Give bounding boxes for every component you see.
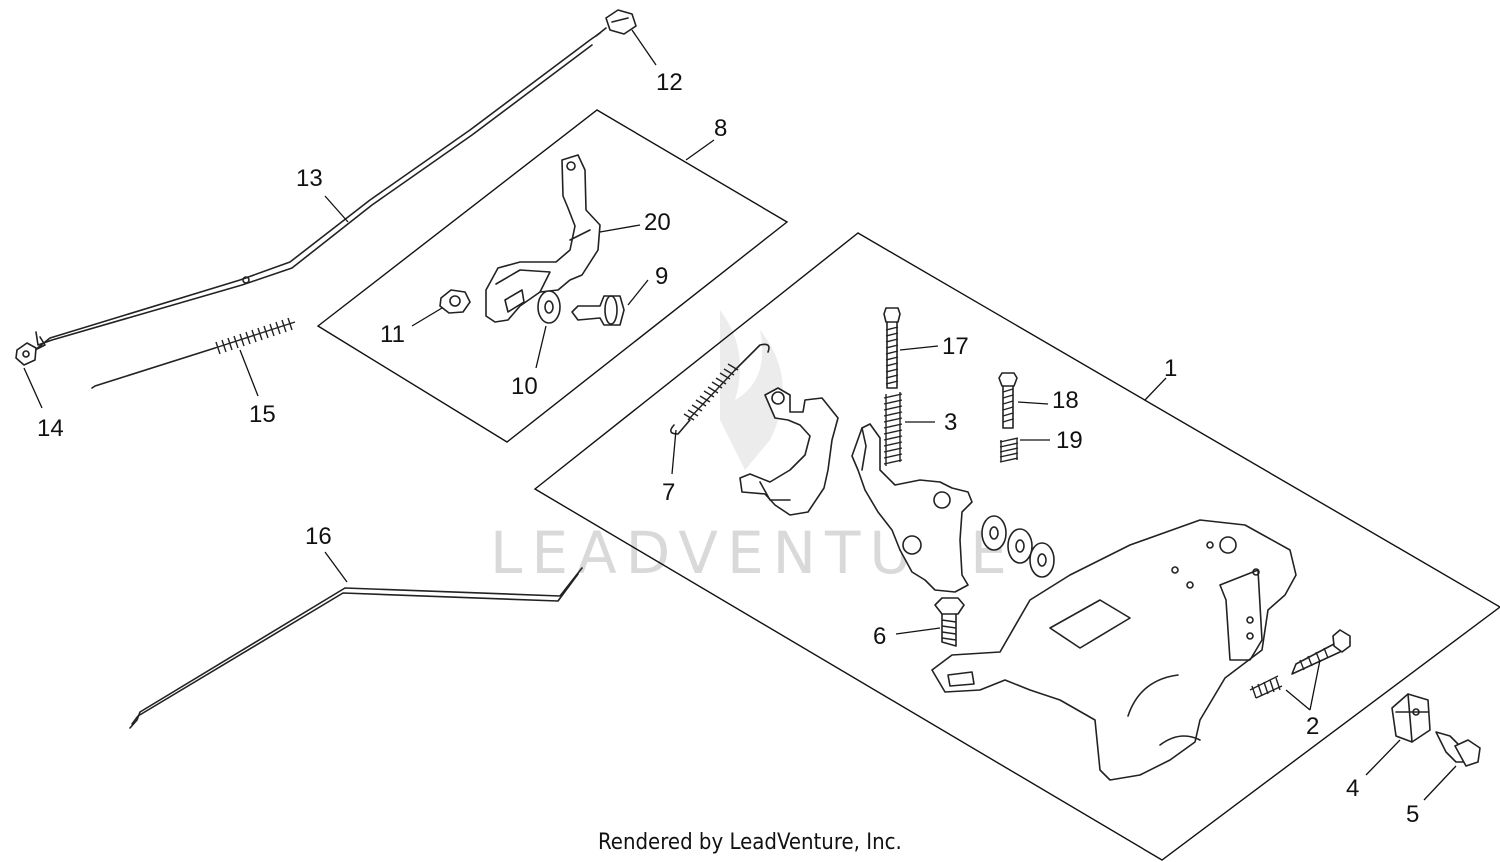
part-14-clip[interactable] — [15, 342, 37, 366]
callout-14[interactable]: 14 — [37, 415, 64, 442]
control-lever-plate[interactable] — [851, 423, 973, 593]
callout-12[interactable]: 12 — [656, 69, 683, 96]
callout-17[interactable]: 17 — [942, 333, 969, 360]
callout-13[interactable]: 13 — [296, 165, 323, 192]
callout-18[interactable]: 18 — [1052, 387, 1079, 414]
callout-10[interactable]: 10 — [511, 373, 538, 400]
callout-6[interactable]: 6 — [873, 623, 886, 650]
part-15-governor-spring[interactable] — [91, 317, 296, 389]
part-11-nut[interactable] — [439, 289, 471, 314]
part-13-throttle-rod[interactable] — [34, 32, 601, 351]
leader-lines — [23, 29, 1457, 801]
callout-5[interactable]: 5 — [1406, 801, 1419, 828]
part-18-screw[interactable] — [998, 372, 1018, 429]
part-9-shoulder-bolt[interactable] — [571, 295, 625, 326]
callout-1[interactable]: 1 — [1164, 355, 1177, 382]
part-20-bracket[interactable] — [485, 154, 601, 323]
part-5-bolt[interactable] — [1435, 731, 1481, 767]
callout-9[interactable]: 9 — [655, 263, 668, 290]
part-7-extension-spring[interactable] — [670, 343, 770, 435]
part-10-washer[interactable] — [537, 290, 561, 324]
footer-credit: Rendered by LeadVenture, Inc. — [598, 830, 902, 855]
callout-20[interactable]: 20 — [644, 209, 671, 236]
callout-labels: 1 2 3 4 5 6 7 8 9 10 11 12 13 14 15 16 1… — [37, 69, 1419, 828]
callout-11[interactable]: 11 — [380, 321, 405, 348]
callout-2[interactable]: 2 — [1306, 713, 1319, 740]
part-12-clip[interactable] — [595, 9, 637, 37]
callout-4[interactable]: 4 — [1346, 775, 1359, 802]
callout-15[interactable]: 15 — [249, 401, 276, 428]
part-16-choke-rod[interactable] — [129, 567, 583, 729]
callout-16[interactable]: 16 — [305, 523, 332, 550]
part-1-control-bracket[interactable] — [931, 519, 1297, 781]
part-3-spring[interactable] — [883, 392, 903, 466]
part-17-screw[interactable] — [883, 307, 901, 389]
callout-8[interactable]: 8 — [714, 115, 727, 142]
callout-3[interactable]: 3 — [944, 409, 957, 436]
part-19-spring[interactable] — [999, 437, 1019, 463]
group-box-8 — [316, 109, 789, 443]
part-4-clip[interactable] — [1391, 693, 1431, 743]
group-box-1 — [533, 232, 1500, 861]
callout-7[interactable]: 7 — [662, 479, 675, 506]
part-6-bolt[interactable] — [934, 597, 965, 647]
governor-lever[interactable] — [739, 387, 839, 516]
part-2-screw-and-spring[interactable] — [1249, 629, 1351, 699]
washer-set[interactable] — [981, 515, 1055, 578]
callout-19[interactable]: 19 — [1056, 427, 1083, 454]
